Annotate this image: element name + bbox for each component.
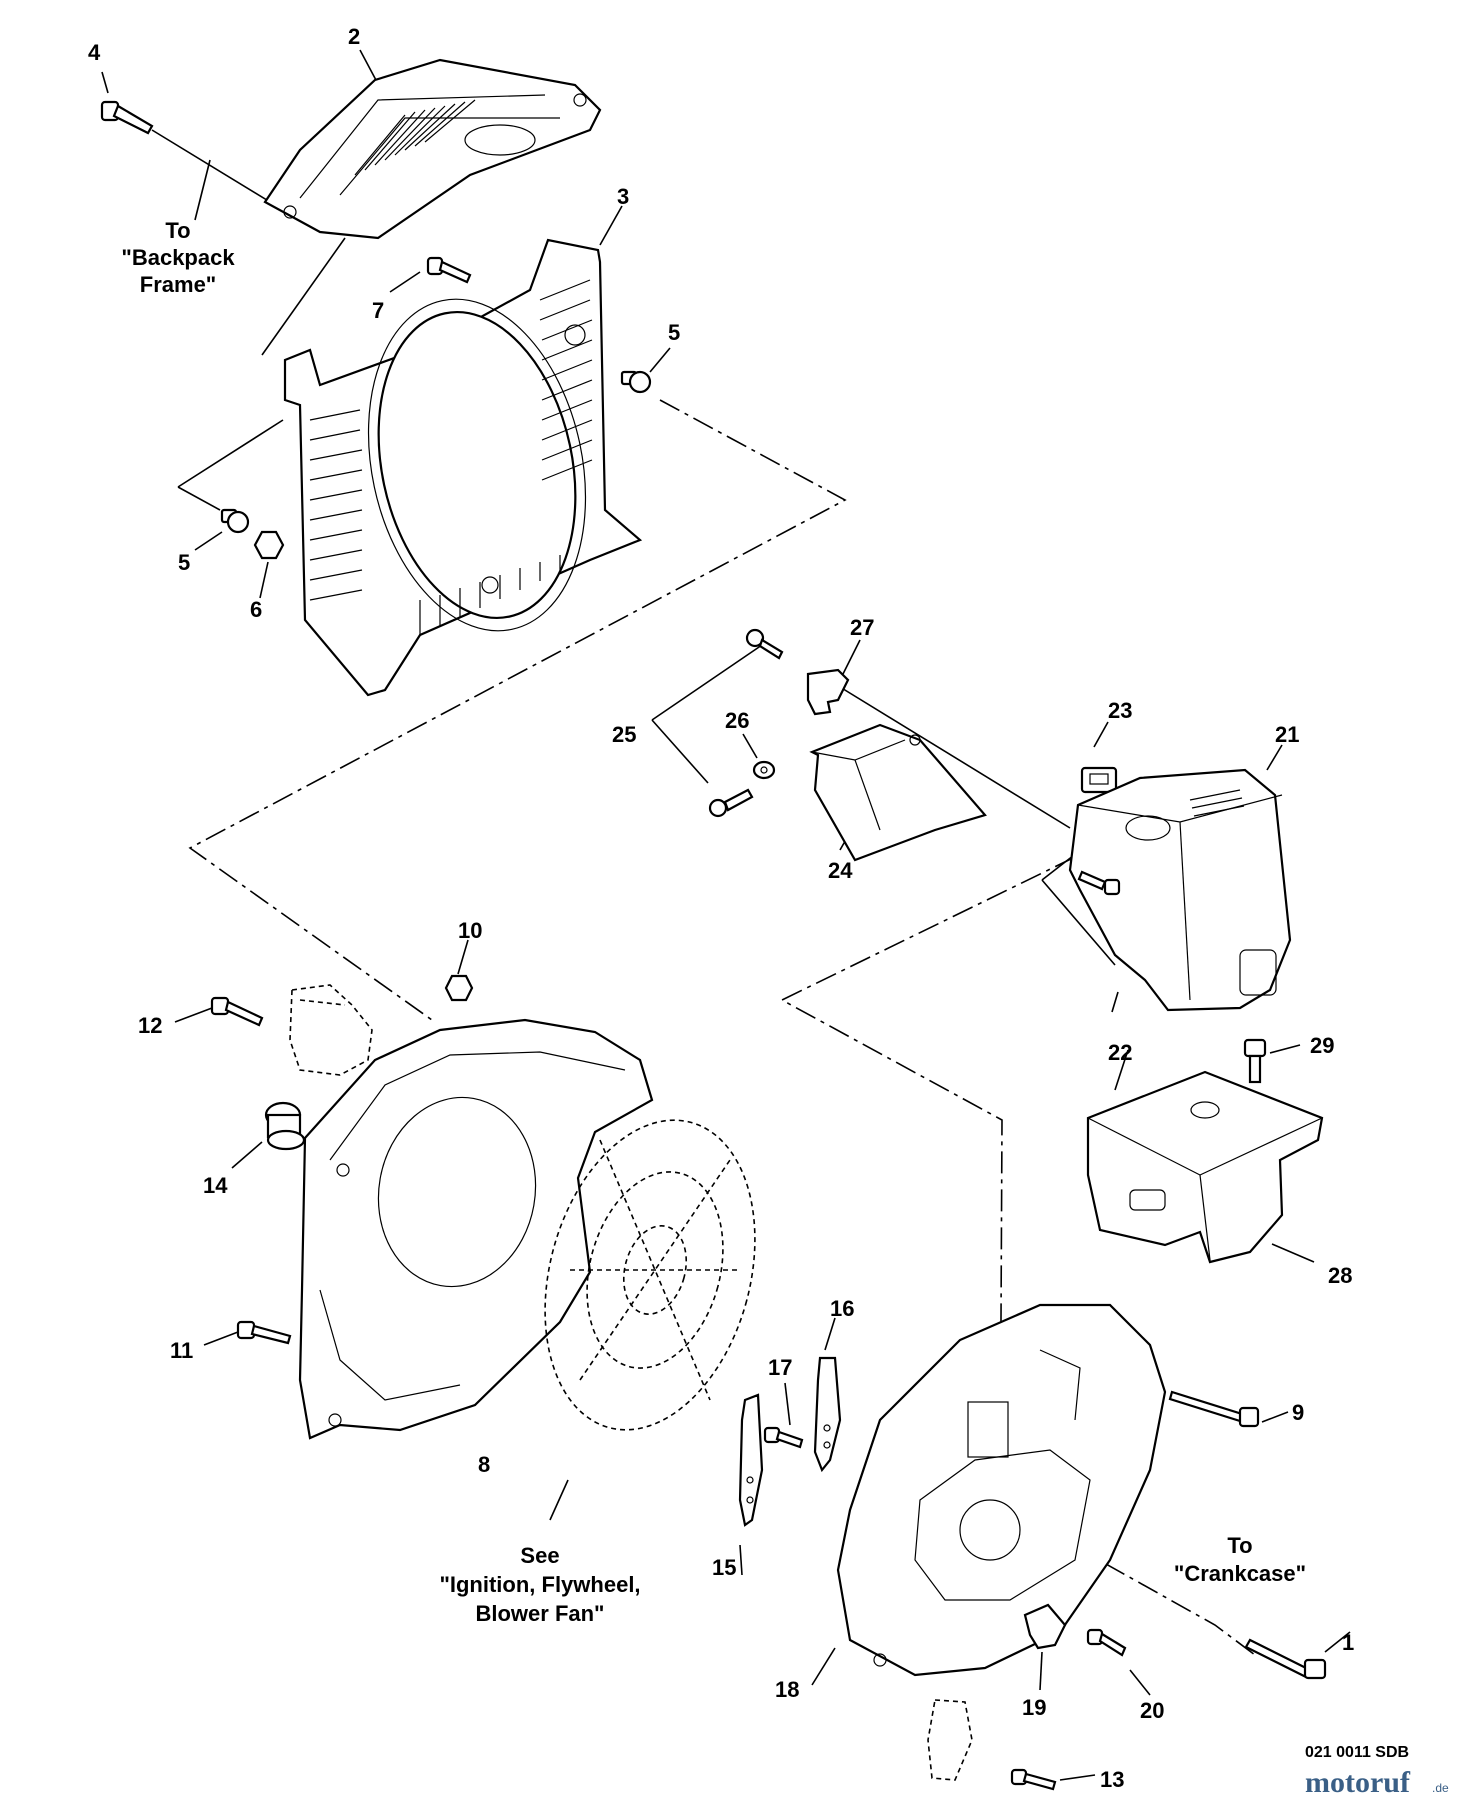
callout-12: 12 xyxy=(138,1013,162,1038)
clamp-19-icon xyxy=(1023,1603,1067,1650)
callout-18: 18 xyxy=(775,1677,799,1702)
svg-text:To: To xyxy=(1227,1533,1252,1558)
callout-20: 20 xyxy=(1140,1698,1164,1723)
callout-19: 19 xyxy=(1022,1695,1046,1720)
screw-12-icon xyxy=(210,996,264,1027)
svg-text:To: To xyxy=(165,218,190,243)
callout-6: 6 xyxy=(250,597,262,622)
callout-26: 26 xyxy=(725,708,749,733)
engine-cover-21-icon xyxy=(1068,768,1292,1012)
note-ignition-flywheel-blower-fan: See "Ignition, Flywheel, Blower Fan" xyxy=(439,1543,640,1626)
callout-5-lower: 5 xyxy=(178,550,190,575)
clip-27-icon xyxy=(806,668,850,716)
callout-7: 7 xyxy=(372,298,384,323)
callout-25: 25 xyxy=(612,722,636,747)
callout-23: 23 xyxy=(1108,698,1132,723)
callout-3: 3 xyxy=(617,184,629,209)
callout-16: 16 xyxy=(830,1296,854,1321)
blower-fan-icon xyxy=(544,1119,756,1431)
bolt-9-icon xyxy=(1168,1390,1260,1428)
bolt-7-icon xyxy=(426,256,472,284)
svg-text:Frame": Frame" xyxy=(140,272,216,297)
callout-21: 21 xyxy=(1275,722,1299,747)
washer-26-icon xyxy=(752,760,776,780)
drawing-code: 021 0011 SDB xyxy=(1305,1744,1409,1761)
frame-cover-2-icon xyxy=(263,58,602,240)
note-backpack-frame: To "Backpack Frame" xyxy=(121,218,235,297)
fan-shroud-3-icon xyxy=(283,238,643,697)
callout-10: 10 xyxy=(458,918,482,943)
screw-20-icon xyxy=(1086,1628,1127,1657)
blower-housing-18-icon xyxy=(836,1303,1167,1677)
callout-14: 14 xyxy=(203,1173,228,1198)
callout-13: 13 xyxy=(1100,1767,1124,1792)
svg-text:Blower Fan": Blower Fan" xyxy=(475,1601,604,1626)
bolt-29-icon xyxy=(1243,1038,1267,1084)
callout-5-upper: 5 xyxy=(668,320,680,345)
bracket-15-icon xyxy=(738,1393,764,1527)
nut-10-icon xyxy=(444,974,474,1002)
screw-22-icon xyxy=(1077,870,1121,896)
elbow-13-icon xyxy=(927,1699,1057,1791)
motoruf-watermark: motoruf .de xyxy=(1305,1766,1449,1799)
callout-17: 17 xyxy=(768,1355,792,1380)
bolt-5-lower-icon xyxy=(220,508,250,534)
svg-text:"Backpack: "Backpack xyxy=(121,245,235,270)
bolt-1-icon xyxy=(1244,1638,1327,1680)
svg-text:motoruf: motoruf xyxy=(1305,1766,1411,1799)
grommet-23-icon xyxy=(1080,766,1118,794)
svg-text:See: See xyxy=(520,1543,559,1568)
callout-2: 2 xyxy=(348,24,360,49)
bolt-5-icon xyxy=(620,370,652,394)
part-drawings xyxy=(100,58,1327,1791)
dashed-bracket-icon xyxy=(289,984,373,1076)
callout-11: 11 xyxy=(170,1338,193,1363)
svg-text:"Ignition, Flywheel,: "Ignition, Flywheel, xyxy=(439,1572,640,1597)
deflector-24-icon xyxy=(809,723,987,862)
callout-28: 28 xyxy=(1328,1263,1352,1288)
callout-22: 22 xyxy=(1108,1040,1132,1065)
callout-8: 8 xyxy=(478,1452,490,1477)
callout-27: 27 xyxy=(850,615,874,640)
screw-25-icon xyxy=(708,628,784,818)
note-crankcase: To "Crankcase" xyxy=(1174,1533,1306,1586)
callout-15: 15 xyxy=(712,1555,736,1580)
screw-11-icon xyxy=(236,1320,292,1345)
screw-17-icon xyxy=(763,1426,804,1449)
bolt-4-icon xyxy=(100,100,154,135)
callout-labels: 4 2 3 7 5 5 6 27 25 26 23 21 24 10 12 22… xyxy=(88,24,1354,1792)
svg-text:.de: .de xyxy=(1432,1781,1449,1795)
callout-29: 29 xyxy=(1310,1033,1334,1058)
blower-housing-8-icon xyxy=(298,1018,654,1440)
assembly-lines xyxy=(188,399,1256,1656)
heat-shield-28-icon xyxy=(1086,1070,1324,1264)
bracket-16-icon xyxy=(813,1356,842,1473)
callout-1: 1 xyxy=(1342,1630,1354,1655)
callout-4: 4 xyxy=(88,40,101,65)
svg-text:"Crankcase": "Crankcase" xyxy=(1174,1561,1306,1586)
callout-24: 24 xyxy=(828,858,853,883)
callout-9: 9 xyxy=(1292,1400,1304,1425)
nut-6-icon xyxy=(253,530,285,560)
plug-14-icon xyxy=(264,1101,306,1151)
